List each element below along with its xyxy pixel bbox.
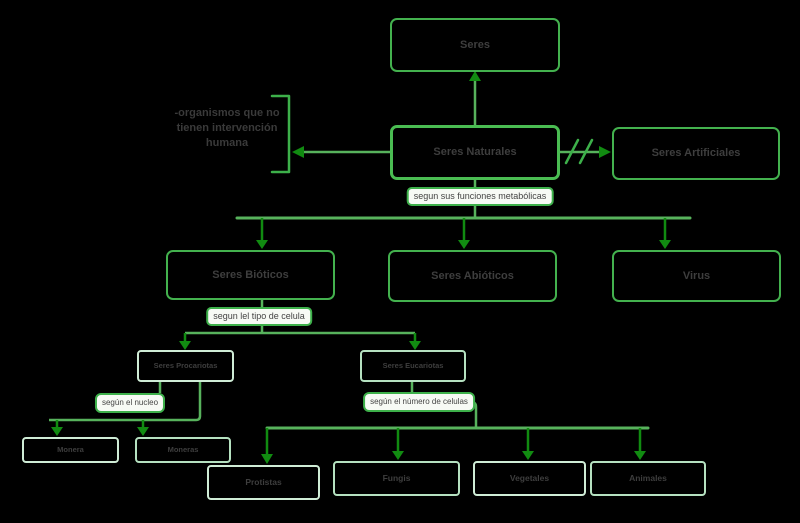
arrow-right-icon	[599, 146, 611, 158]
arrow-up-icon	[469, 71, 481, 81]
node-virus[interactable]: Virus	[612, 250, 781, 302]
edge-procariotas-tree	[49, 382, 202, 422]
node-seres-naturales[interactable]: Seres Naturales	[390, 125, 560, 180]
bracket-shape	[270, 94, 291, 174]
node-fungis[interactable]: Fungis	[333, 461, 460, 496]
node-seres-artificiales[interactable]: Seres Artificiales	[612, 127, 780, 180]
node-seres-bioticos[interactable]: Seres Bióticos	[166, 250, 335, 300]
arrow-left-icon	[292, 146, 304, 158]
node-seres-eucariotas[interactable]: Seres Eucariotas	[360, 350, 466, 382]
edge-label-tipo-de-celula[interactable]: segun lel tipo de celula	[206, 307, 312, 326]
node-seres[interactable]: Seres	[390, 18, 560, 72]
double-slash-1	[564, 138, 580, 165]
node-seres-procariotas[interactable]: Seres Procariotas	[137, 350, 234, 382]
double-slash-2	[578, 138, 594, 165]
edge-label-numero-de-celulas[interactable]: según el número de celulas	[363, 392, 475, 412]
edge-label-segun-el-nucleo[interactable]: según el nucleo	[94, 393, 166, 413]
node-seres-abioticos[interactable]: Seres Abióticos	[388, 250, 557, 302]
edge-label-funciones-metabolicas[interactable]: segun sus funciones metabólicas	[406, 187, 554, 206]
node-protistas[interactable]: Protistas	[207, 465, 320, 500]
node-vegetales[interactable]: Vegetales	[473, 461, 586, 496]
annotation-naturales-note: -organismos que no tienen intervención h…	[174, 107, 280, 149]
node-animales[interactable]: Animales	[590, 461, 706, 496]
node-monera[interactable]: Monera	[22, 437, 119, 463]
arrow-heads	[51, 71, 671, 464]
node-moneras[interactable]: Moneras	[135, 437, 231, 463]
